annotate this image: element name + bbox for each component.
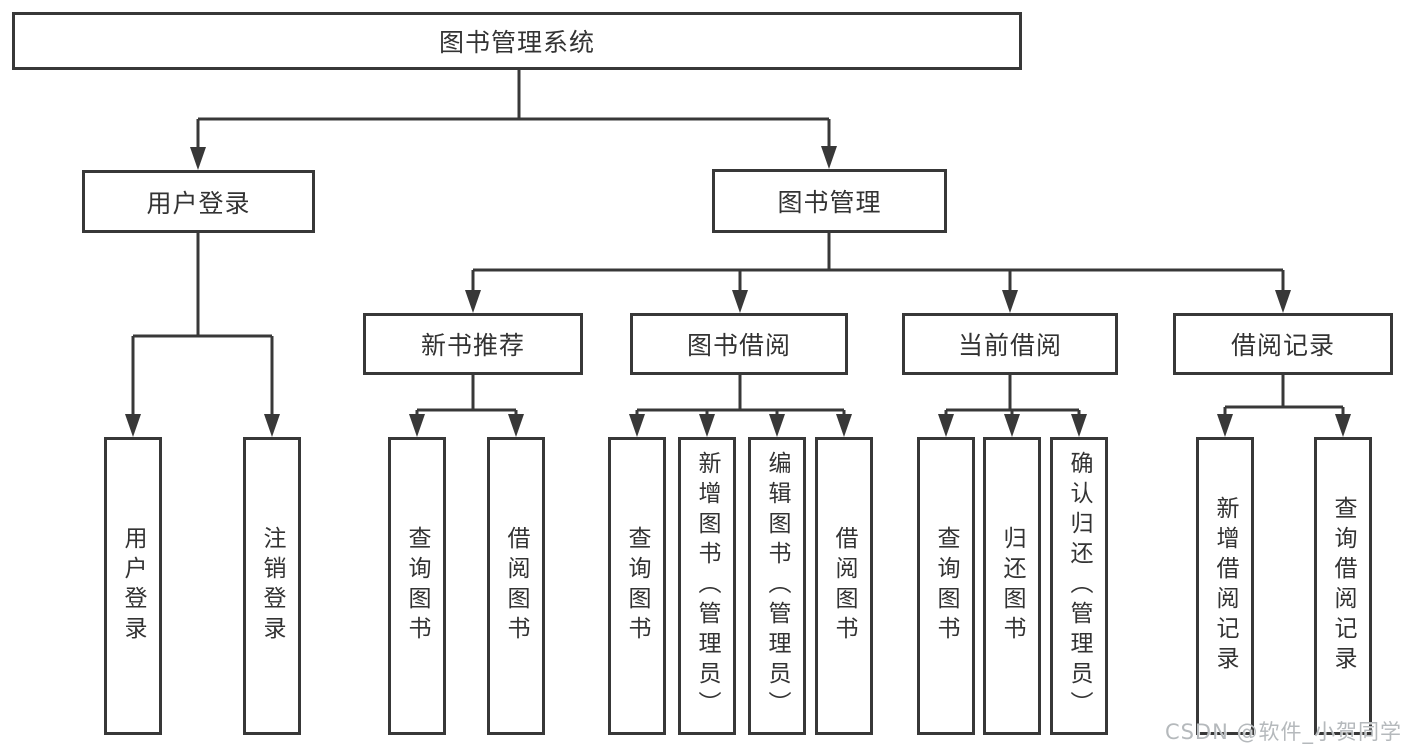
node-current-borrow: 当前借阅 <box>902 313 1118 375</box>
node-book-management: 图书管理 <box>712 169 947 233</box>
leaf-query-borrow-record: 查询借阅记录 <box>1314 437 1372 735</box>
leaf-add-book-admin: 新增图书（管理员） <box>678 437 736 735</box>
leaf-add-borrow-record: 新增借阅记录 <box>1196 437 1254 735</box>
node-book-borrow: 图书借阅 <box>630 313 848 375</box>
node-user-login: 用户登录 <box>82 170 315 233</box>
node-borrow-records: 借阅记录 <box>1173 313 1393 375</box>
leaf-confirm-return-admin: 确认归还（管理员） <box>1050 437 1108 735</box>
leaf-user-login: 用户登录 <box>104 437 162 735</box>
leaf-edit-book-admin: 编辑图书（管理员） <box>748 437 806 735</box>
leaf-logout: 注销登录 <box>243 437 301 735</box>
leaf-query-books-recommend: 查询图书 <box>388 437 446 735</box>
leaf-borrow-books-borrow: 借阅图书 <box>815 437 873 735</box>
connector-paths <box>131 70 1345 416</box>
node-library-management-system: 图书管理系统 <box>12 12 1022 70</box>
leaf-borrow-books-recommend: 借阅图书 <box>487 437 545 735</box>
csdn-watermark: CSDN @软件_小贺同学 <box>1164 720 1402 744</box>
node-new-book-recommend: 新书推荐 <box>363 313 583 375</box>
leaf-query-books-current: 查询图书 <box>917 437 975 735</box>
leaf-query-books-borrow: 查询图书 <box>608 437 666 735</box>
leaf-return-book: 归还图书 <box>983 437 1041 735</box>
arrowheads <box>125 146 1351 437</box>
